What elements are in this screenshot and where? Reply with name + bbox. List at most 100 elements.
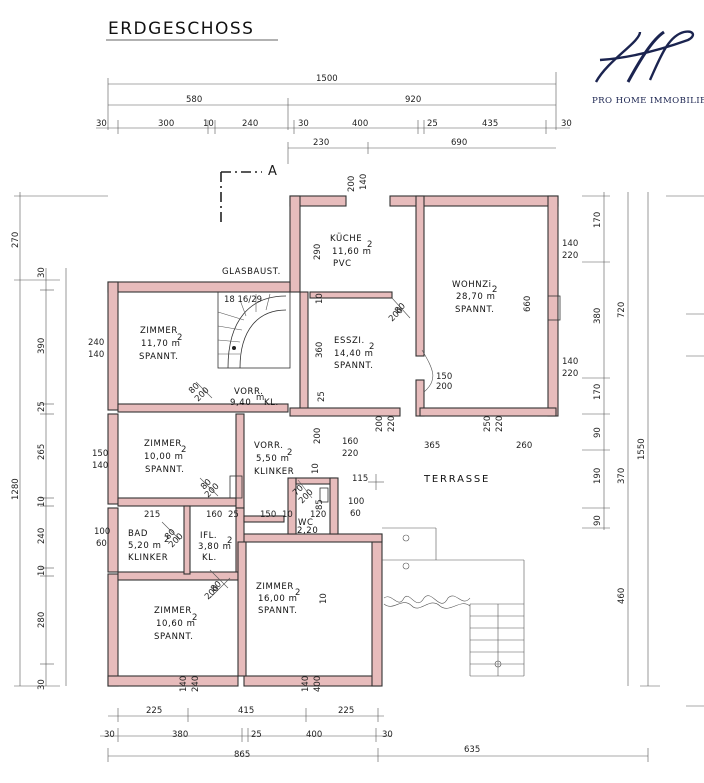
svg-text:30: 30 xyxy=(104,730,115,740)
svg-text:ZIMMER: ZIMMER xyxy=(154,606,192,616)
svg-text:SPANNT.: SPANNT. xyxy=(334,361,374,371)
svg-text:215: 215 xyxy=(144,510,160,520)
svg-text:635: 635 xyxy=(464,745,480,755)
svg-text:720: 720 xyxy=(617,302,627,318)
room-wc: WC 2,20 xyxy=(297,518,318,536)
svg-text:2: 2 xyxy=(492,285,497,295)
svg-text:300: 300 xyxy=(158,119,174,129)
svg-text:240: 240 xyxy=(88,338,104,348)
svg-text:SPANNT.: SPANNT. xyxy=(139,352,179,362)
bottom-dimensions: 225 415 225 30 380 25 400 30 865 635 xyxy=(100,706,649,762)
terrace-markers xyxy=(368,474,502,668)
svg-text:690: 690 xyxy=(451,138,467,148)
room-zimmer-3: ZIMMER 10,60 m 2 SPANNT. xyxy=(154,606,197,642)
svg-text:85: 85 xyxy=(315,499,325,510)
svg-text:2: 2 xyxy=(295,588,300,598)
svg-text:10: 10 xyxy=(37,565,47,576)
svg-text:IFL.: IFL. xyxy=(200,531,217,541)
room-ifl: IFL. 3,80 m 2 KL. xyxy=(198,531,232,563)
svg-text:30: 30 xyxy=(37,267,47,278)
svg-text:3,80 m: 3,80 m xyxy=(198,542,232,552)
room-esszi: ESSZI. 14,40 m 2 SPANNT. xyxy=(334,336,374,371)
svg-text:ESSZI.: ESSZI. xyxy=(334,336,365,346)
terrace-area xyxy=(382,527,525,677)
svg-text:2: 2 xyxy=(192,613,197,623)
svg-text:25: 25 xyxy=(228,510,239,520)
svg-text:2: 2 xyxy=(367,240,372,250)
glasbaust-label: GLASBAUST. xyxy=(222,267,281,277)
room-zimmer-4: ZIMMER 16,00 m 2 SPANNT. xyxy=(256,582,300,616)
svg-text:120: 120 xyxy=(310,510,326,520)
svg-text:415: 415 xyxy=(238,706,254,716)
terrace-label: TERRASSE xyxy=(423,474,490,485)
svg-text:KÜCHE: KÜCHE xyxy=(330,233,362,244)
svg-text:150: 150 xyxy=(92,449,108,459)
svg-text:200: 200 xyxy=(313,428,323,444)
svg-text:SPANNT.: SPANNT. xyxy=(258,606,298,616)
svg-text:VORR.: VORR. xyxy=(254,441,284,451)
svg-text:170: 170 xyxy=(593,384,603,400)
svg-text:16,00 m: 16,00 m xyxy=(258,594,298,604)
svg-text:140: 140 xyxy=(88,350,104,360)
svg-text:200: 200 xyxy=(347,176,357,192)
svg-text:10: 10 xyxy=(319,593,329,604)
stairs-label: 18 16/29 xyxy=(224,295,262,305)
svg-text:290: 290 xyxy=(313,244,323,260)
svg-text:10,60 m: 10,60 m xyxy=(156,619,196,629)
svg-text:60: 60 xyxy=(96,539,107,549)
svg-text:240: 240 xyxy=(37,528,47,544)
svg-text:m: m xyxy=(256,393,264,403)
svg-text:10: 10 xyxy=(203,119,214,129)
room-bad: BAD 5,20 m 2 KLINKER xyxy=(128,529,169,563)
svg-text:660: 660 xyxy=(523,296,533,312)
svg-text:220: 220 xyxy=(342,449,358,459)
svg-text:140: 140 xyxy=(179,676,189,692)
stairs-icon xyxy=(217,291,291,369)
svg-text:220: 220 xyxy=(562,251,578,261)
svg-text:90: 90 xyxy=(593,515,603,526)
svg-text:30: 30 xyxy=(298,119,309,129)
dim-top-total: 1500 xyxy=(316,74,338,84)
svg-text:30: 30 xyxy=(37,679,47,690)
svg-text:240: 240 xyxy=(242,119,258,129)
svg-text:280: 280 xyxy=(37,612,47,628)
svg-text:270: 270 xyxy=(11,232,21,248)
svg-text:140: 140 xyxy=(359,174,369,190)
svg-text:PVC: PVC xyxy=(333,259,352,269)
plan-title: ERDGESCHOSS xyxy=(108,19,254,39)
svg-text:60: 60 xyxy=(350,509,361,519)
svg-text:380: 380 xyxy=(172,730,188,740)
dim-top-920: 920 xyxy=(405,95,421,105)
svg-text:435: 435 xyxy=(482,119,498,129)
svg-text:400: 400 xyxy=(313,676,323,692)
door-swings xyxy=(161,295,561,599)
svg-text:865: 865 xyxy=(234,750,250,760)
svg-text:14,40 m: 14,40 m xyxy=(334,349,374,359)
room-vorr-1: VORR. 9,40 m KL. xyxy=(230,387,279,408)
svg-text:190: 190 xyxy=(593,468,603,484)
svg-text:11,70 m: 11,70 m xyxy=(141,339,181,349)
svg-text:220: 220 xyxy=(387,416,397,432)
svg-text:1280: 1280 xyxy=(11,478,21,500)
svg-text:11,60 m: 11,60 m xyxy=(332,247,372,257)
top-dimensions: 1500 580 920 30 300 10 240 30 400 25 435… xyxy=(96,72,572,164)
svg-text:140: 140 xyxy=(92,461,108,471)
svg-text:KL.: KL. xyxy=(202,553,217,563)
svg-text:KL.: KL. xyxy=(264,398,279,408)
svg-text:5,50 m: 5,50 m xyxy=(256,454,290,464)
svg-text:170: 170 xyxy=(593,212,603,228)
svg-text:220: 220 xyxy=(495,416,505,432)
svg-text:2: 2 xyxy=(164,535,169,545)
svg-text:30: 30 xyxy=(382,730,393,740)
svg-text:150: 150 xyxy=(260,510,276,520)
svg-text:ZIMMER: ZIMMER xyxy=(144,439,182,449)
svg-text:10,00 m: 10,00 m xyxy=(144,452,184,462)
svg-text:400: 400 xyxy=(352,119,368,129)
svg-text:WC: WC xyxy=(298,518,314,528)
svg-text:30: 30 xyxy=(561,119,572,129)
svg-text:25: 25 xyxy=(251,730,262,740)
svg-text:WOHNZi.: WOHNZi. xyxy=(452,280,495,290)
svg-text:265: 265 xyxy=(37,444,47,460)
svg-text:KLINKER: KLINKER xyxy=(128,553,168,563)
svg-text:200: 200 xyxy=(436,382,452,392)
